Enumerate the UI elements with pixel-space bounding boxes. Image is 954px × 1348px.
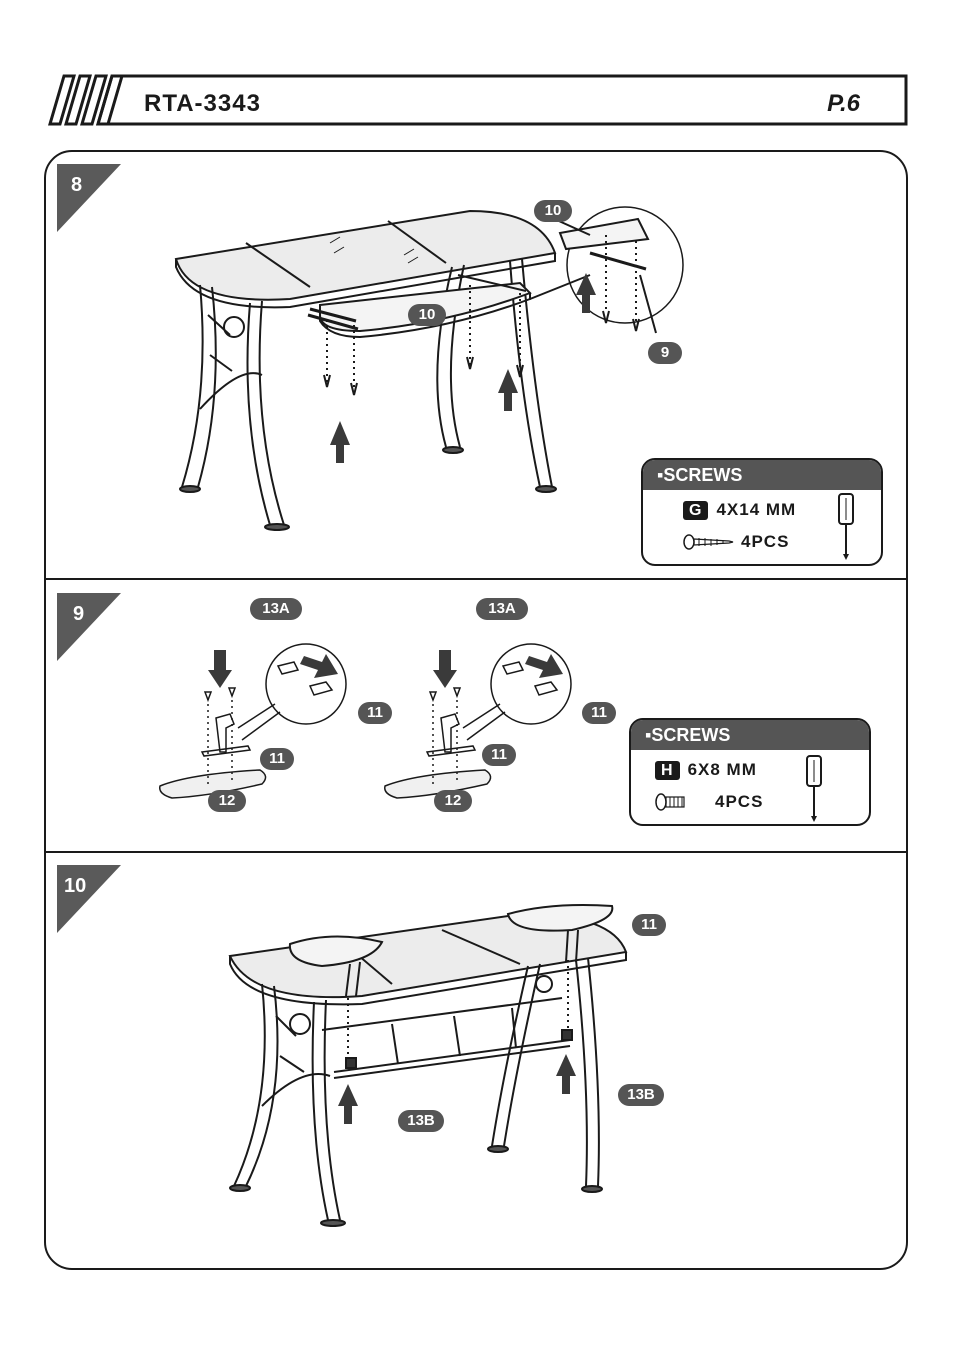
screw-size-row: H 6X8 MM bbox=[655, 760, 757, 780]
header-stripes-decoration bbox=[48, 74, 124, 126]
screw-code-badge: G bbox=[683, 501, 709, 520]
header-frame bbox=[48, 74, 908, 126]
screws-title-text: SCREWS bbox=[651, 725, 731, 745]
machine-screw-icon bbox=[655, 793, 685, 811]
callout-part-11-post: 11 bbox=[632, 914, 666, 936]
screws-panel-g: ▪SCREWS G 4X14 MM 4PCS bbox=[641, 458, 883, 566]
step-9-marker bbox=[57, 593, 121, 661]
callout-part-13a: 13A bbox=[250, 598, 302, 620]
page-header: RTA-3343 P.6 bbox=[48, 74, 908, 126]
screwdriver-icon bbox=[806, 755, 822, 822]
screws-title-text: SCREWS bbox=[663, 465, 743, 485]
callout-part-10-top: 10 bbox=[534, 200, 572, 222]
screws-title: ▪SCREWS bbox=[643, 460, 881, 490]
callout-part-11: 11 bbox=[260, 748, 294, 770]
callout-part-12: 12 bbox=[434, 790, 472, 812]
screw-qty: 4PCS bbox=[741, 532, 790, 551]
wood-screw-icon bbox=[683, 534, 734, 550]
callout-part-10-keyboard-tray: 10 bbox=[408, 304, 446, 326]
screw-qty: 4PCS bbox=[715, 792, 764, 811]
screw-size: 4X14 MM bbox=[716, 500, 797, 519]
step-10-number: 10 bbox=[64, 875, 87, 897]
step-10-desk-illustration bbox=[228, 904, 628, 1227]
up-arrows bbox=[330, 273, 596, 463]
step-10-marker bbox=[57, 865, 121, 933]
screw-size-row: G 4X14 MM bbox=[683, 500, 796, 520]
callout-part-13b-knob: 13B bbox=[618, 1084, 664, 1106]
screwdriver-icon bbox=[838, 493, 854, 560]
screw-size: 6X8 MM bbox=[687, 760, 757, 779]
callout-part-9-slide: 9 bbox=[648, 342, 682, 364]
callout-part-11: 11 bbox=[482, 744, 516, 766]
step-divider bbox=[44, 578, 908, 580]
assembly-b bbox=[384, 643, 572, 799]
step-8-number: 8 bbox=[71, 174, 83, 196]
instruction-frame bbox=[44, 150, 908, 1270]
screws-panel-h: ▪SCREWS H 6X8 MM 4PCS bbox=[629, 718, 871, 826]
up-arrows bbox=[338, 1054, 576, 1124]
callout-part-12: 12 bbox=[208, 790, 246, 812]
step-9-number: 9 bbox=[73, 603, 85, 625]
callout-part-11: 11 bbox=[358, 702, 392, 724]
callout-part-13b-knob: 13B bbox=[398, 1110, 444, 1132]
screw-code-badge: H bbox=[655, 761, 680, 780]
step-8-marker bbox=[57, 164, 121, 232]
down-and-right-arrows bbox=[208, 650, 563, 688]
step-8-desk-illustration bbox=[174, 206, 684, 531]
callout-part-11: 11 bbox=[582, 702, 616, 724]
callout-part-13a: 13A bbox=[476, 598, 528, 620]
step-9-shelf-post-illustration bbox=[159, 643, 572, 799]
page-number: P.6 bbox=[827, 90, 860, 117]
assembly-a bbox=[159, 643, 347, 799]
step-divider bbox=[44, 851, 908, 853]
model-number: RTA-3343 bbox=[144, 90, 261, 117]
screws-title: ▪SCREWS bbox=[631, 720, 869, 750]
